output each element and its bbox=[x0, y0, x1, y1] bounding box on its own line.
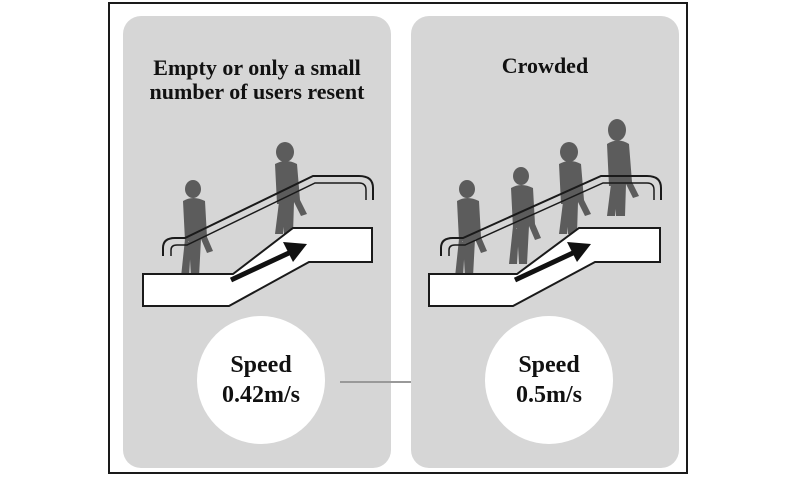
passenger-silhouettes bbox=[181, 142, 307, 277]
escalator-handrail bbox=[162, 175, 374, 256]
direction-arrow bbox=[513, 242, 591, 283]
passenger-silhouettes bbox=[455, 119, 639, 277]
direction-arrow bbox=[229, 242, 307, 283]
speed-label: Speed bbox=[518, 352, 580, 378]
escalator-scene-empty bbox=[142, 142, 374, 307]
escalator-scene-crowded bbox=[428, 119, 662, 307]
passenger-silhouette bbox=[607, 119, 639, 216]
passenger-silhouette bbox=[455, 180, 487, 277]
escalator-handrail bbox=[440, 175, 662, 256]
panel-crowded-heading: Crowded bbox=[501, 53, 589, 78]
speed-value: 0.5m/s bbox=[516, 382, 582, 408]
speed-circle-empty: Speed 0.42m/s bbox=[197, 316, 325, 444]
panel-empty: Empty or only a small number of users re… bbox=[123, 16, 391, 468]
passenger-silhouette bbox=[181, 180, 213, 277]
passenger-silhouette bbox=[559, 142, 591, 234]
speed-circle-crowded: Speed 0.5m/s bbox=[485, 316, 613, 444]
passenger-silhouette bbox=[509, 167, 541, 264]
speed-label: Speed bbox=[230, 352, 292, 378]
panel-empty-heading: Empty or only a small number of users re… bbox=[149, 55, 365, 104]
diagram-frame: Empty or only a small number of users re… bbox=[108, 2, 688, 474]
speed-value: 0.42m/s bbox=[222, 382, 300, 408]
passenger-silhouette bbox=[275, 142, 307, 234]
panel-crowded: Crowded bbox=[411, 16, 679, 468]
